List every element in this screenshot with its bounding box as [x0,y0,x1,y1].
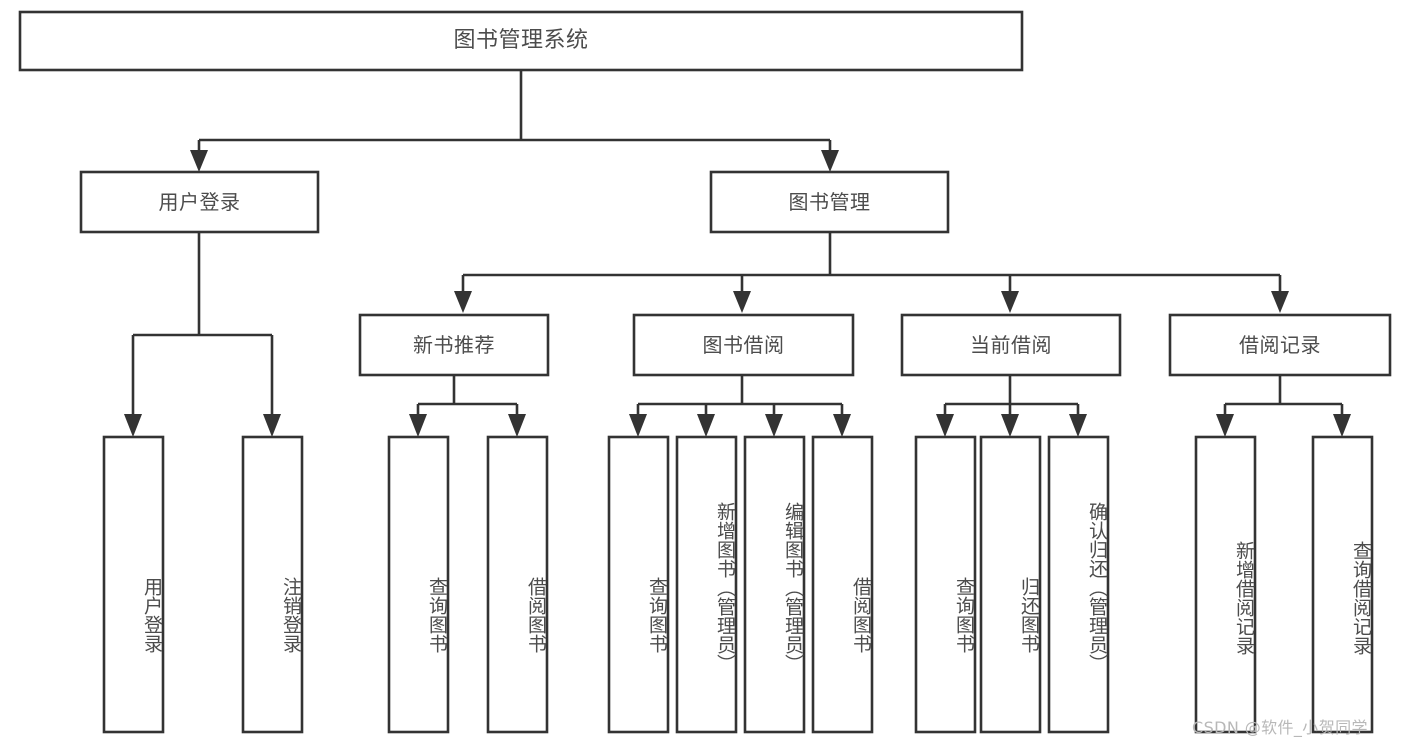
node-box-leaf-edit-book[interactable] [743,435,806,734]
node-box-leaf-borrow-book-1[interactable] [486,435,549,734]
node-box-root[interactable] [18,10,1024,72]
edge-current-borrow-to-leaves [936,375,1087,437]
node-box-current-borrow[interactable] [900,313,1122,377]
node-box-leaf-query-book-2[interactable] [607,435,670,734]
node-box-book-management[interactable] [709,170,950,234]
edge-book-borrow-to-leaves [629,375,851,437]
edge-borrow-record-to-leaves [1216,375,1351,437]
node-box-new-book-recommend[interactable] [358,313,550,377]
node-box-book-borrow[interactable] [632,313,855,377]
node-box-leaf-logout-login[interactable] [241,435,304,734]
node-box-leaf-query-book-1[interactable] [387,435,450,734]
node-box-borrow-record[interactable] [1168,313,1392,377]
edge-root-to-level2 [190,70,839,172]
node-box-leaf-query-book-3[interactable] [914,435,977,734]
edge-user-login-to-leaves [124,232,281,437]
node-box-leaf-user-login[interactable] [102,435,165,734]
edge-book-management-to-level3 [454,232,1289,313]
node-box-leaf-query-record[interactable] [1311,435,1374,734]
edge-new-book-recommend-to-leaves [409,375,526,437]
node-box-leaf-return-book[interactable] [979,435,1042,734]
node-box-leaf-borrow-book-2[interactable] [811,435,874,734]
node-box-leaf-add-record[interactable] [1194,435,1257,734]
node-box-user-login[interactable] [79,170,320,234]
node-box-leaf-add-book[interactable] [675,435,738,734]
node-box-leaf-confirm-return[interactable] [1047,435,1110,734]
